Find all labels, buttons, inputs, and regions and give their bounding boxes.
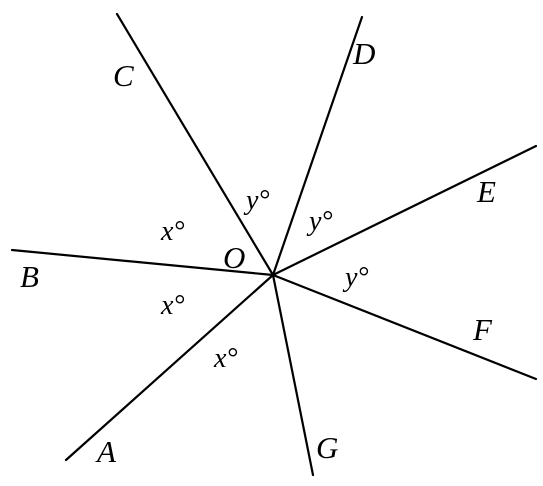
angle-label-AOG: x° [213, 343, 238, 374]
point-label-G: G [316, 430, 338, 465]
angle-label-DOE: y° [306, 206, 333, 237]
angle-label-BOC: x° [160, 216, 185, 247]
ray-OF [271, 273, 538, 381]
point-label-A: A [95, 434, 117, 469]
ray-OC [115, 12, 275, 277]
angle-label-COD: y° [243, 185, 270, 216]
angle-label-EOF: y° [342, 262, 369, 293]
ray-OA [64, 273, 275, 462]
point-label-D: D [352, 36, 375, 71]
point-label-C: C [113, 58, 134, 93]
angle-label-AOB: x° [160, 290, 185, 321]
ray-OD [271, 15, 364, 277]
ray-OE [271, 144, 538, 277]
point-label-E: E [476, 174, 496, 209]
ray-OB [10, 248, 275, 277]
center-label-O: O [223, 240, 245, 275]
ray-OG [271, 273, 315, 477]
point-label-B: B [20, 259, 39, 294]
point-label-F: F [472, 312, 493, 347]
